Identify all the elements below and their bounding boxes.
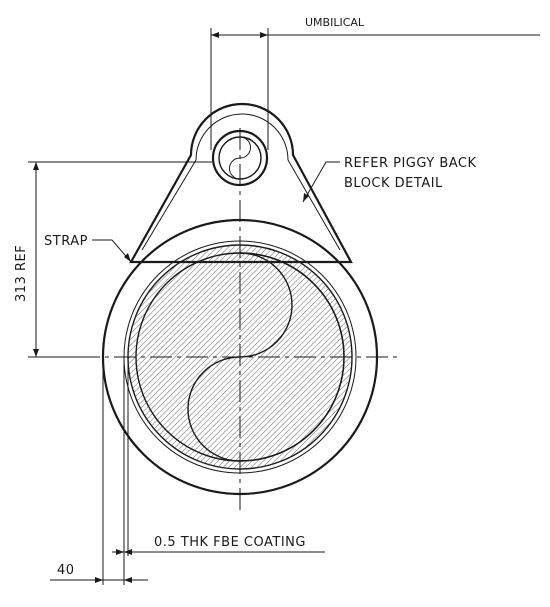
dim40-arrow-left — [95, 577, 103, 583]
coating-arrow-left — [116, 549, 124, 555]
refer-label-line2: BLOCK DETAIL — [344, 176, 443, 191]
refer-leader — [302, 161, 340, 203]
umbilical-fluid — [229, 136, 262, 180]
dim40-label: 40 — [57, 563, 75, 578]
refer-label-line1: REFER PIGGY BACK — [344, 156, 477, 171]
coating-arrow — [124, 549, 132, 555]
strap-arrow — [124, 253, 131, 262]
ref-arrow-bottom — [33, 349, 39, 357]
strap-label: STRAP — [44, 234, 88, 249]
umbilical-arrow-left — [211, 32, 219, 38]
block-inner-profile — [141, 113, 341, 251]
ref-arrow-top — [33, 162, 39, 170]
piggyback-block — [129, 102, 353, 264]
dim40-arrow-right — [124, 577, 132, 583]
umbilical-label: UMBILICAL — [305, 16, 365, 29]
ref-dimension-label: 313 REF — [14, 245, 29, 302]
strap-leader — [92, 239, 132, 263]
refer-arrow — [303, 193, 309, 202]
umbilical-arrow-right — [260, 32, 268, 38]
coating-label: 0.5 THK FBE COATING — [154, 535, 306, 550]
pipe-fluid — [187, 252, 345, 462]
